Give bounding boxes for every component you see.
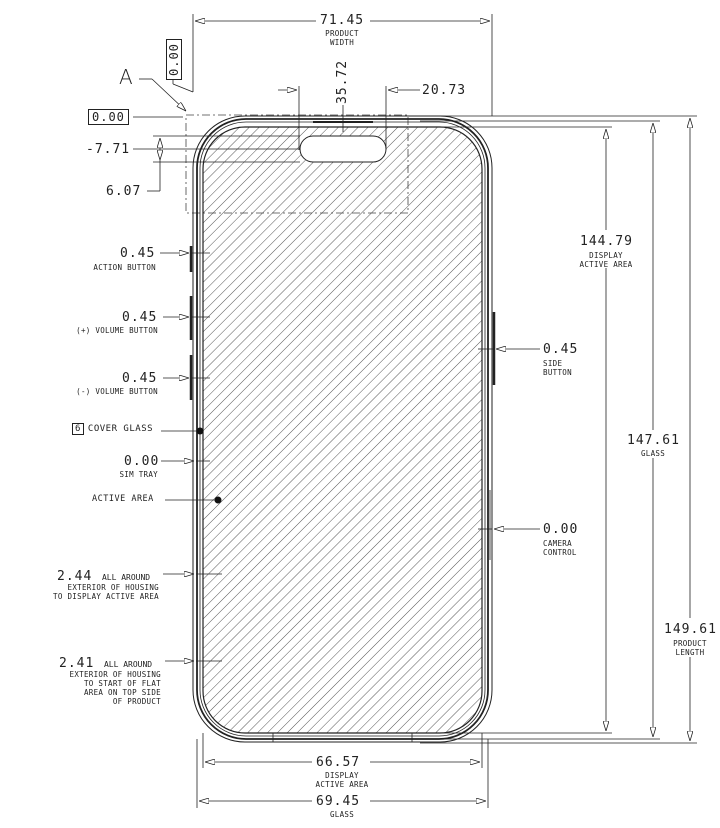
island-height-value: 6.07 — [106, 184, 142, 199]
housing-to-flat-suffix: ALL AROUND — [103, 660, 153, 669]
active-area-label: ACTIVE AREA — [92, 494, 154, 504]
action-button-label: ACTION BUTTON — [93, 263, 156, 272]
datum-x-zero-box: 0.00 — [166, 39, 182, 80]
display-height-value: 144.79 — [580, 234, 633, 249]
product-length-value: 149.61 — [664, 622, 717, 637]
glass-height-value: 147.61 — [627, 433, 680, 448]
glass-width-caption: GLASS — [322, 810, 362, 819]
cover-glass-tag: 6 — [72, 423, 84, 435]
display-active-area — [202, 126, 483, 734]
housing-to-flat-callout: 2.41 ALL AROUND — [59, 654, 152, 670]
housing-to-display-callout: 2.44 ALL AROUND — [57, 567, 150, 583]
caption-line: GLASS — [329, 810, 355, 819]
caption-line: TO DISPLAY ACTIVE AREA — [53, 592, 159, 601]
volume-up-label: (+) VOLUME BUTTON — [76, 326, 158, 335]
caption-line: EXTERIOR OF HOUSING — [69, 670, 161, 679]
display-width-caption: DISPLAY ACTIVE AREA — [308, 771, 376, 789]
product-width-caption: PRODUCT WIDTH — [318, 29, 366, 47]
caption-line: EXTERIOR OF HOUSING — [67, 583, 159, 592]
caption-line: TO START OF FLAT — [83, 679, 161, 688]
product-length-caption: PRODUCT LENGTH — [664, 639, 716, 657]
caption-line: CONTROL — [543, 548, 577, 557]
cover-glass-label: COVER GLASS — [87, 424, 154, 434]
volume-down-label: (-) VOLUME BUTTON — [76, 387, 158, 396]
glass-height-caption: GLASS — [633, 449, 673, 458]
caption-line: WIDTH — [329, 38, 355, 47]
side-button-value: 0.45 — [543, 342, 579, 357]
island-right-value: 20.73 — [422, 83, 467, 98]
datum-a-label: A — [119, 65, 133, 89]
caption-line: SIDE — [543, 359, 563, 368]
side-button-caption: SIDE BUTTON — [543, 359, 572, 377]
product-width-value: 71.45 — [320, 13, 365, 28]
housing-to-display-suffix: ALL AROUND — [101, 573, 151, 582]
active-area-dot — [214, 496, 222, 504]
caption-line: AREA ON TOP SIDE — [83, 688, 161, 697]
caption-line: GLASS — [640, 449, 666, 458]
caption-line: ACTIVE AREA — [315, 780, 369, 789]
housing-to-flat-value: 2.41 — [59, 656, 95, 671]
camera-control-caption: CAMERA CONTROL — [543, 539, 577, 557]
sim-tray-label: SIM TRAY — [119, 470, 158, 479]
volume-down-value: 0.45 — [122, 371, 158, 386]
datum-y-zero-box: 0.00 — [88, 109, 129, 125]
caption-line: BUTTON — [543, 368, 572, 377]
caption-line: ACTIVE AREA — [579, 260, 633, 269]
housing-to-display-caption: EXTERIOR OF HOUSING TO DISPLAY ACTIVE AR… — [53, 583, 159, 601]
caption-line: DISPLAY — [589, 251, 623, 260]
island-top-value: -7.71 — [86, 142, 131, 157]
display-width-value: 66.57 — [316, 755, 361, 770]
island-center-value: 35.72 — [335, 59, 350, 104]
caption-line: OF PRODUCT — [112, 697, 161, 706]
cover-glass-dot — [196, 427, 204, 435]
action-button-value: 0.45 — [120, 246, 156, 261]
dynamic-island — [299, 135, 387, 163]
caption-line: PRODUCT — [673, 639, 707, 648]
camera-control-value: 0.00 — [543, 522, 579, 537]
glass-width-value: 69.45 — [316, 794, 361, 809]
volume-up-value: 0.45 — [122, 310, 158, 325]
display-height-caption: DISPLAY ACTIVE AREA — [572, 251, 640, 269]
caption-line: DISPLAY — [325, 771, 359, 780]
caption-line: LENGTH — [675, 648, 705, 657]
caption-line: PRODUCT — [325, 29, 359, 38]
caption-line: CAMERA — [543, 539, 572, 548]
housing-to-flat-caption: EXTERIOR OF HOUSING TO START OF FLAT ARE… — [70, 670, 162, 706]
sim-tray-value: 0.00 — [124, 454, 160, 469]
housing-to-display-value: 2.44 — [57, 569, 93, 584]
